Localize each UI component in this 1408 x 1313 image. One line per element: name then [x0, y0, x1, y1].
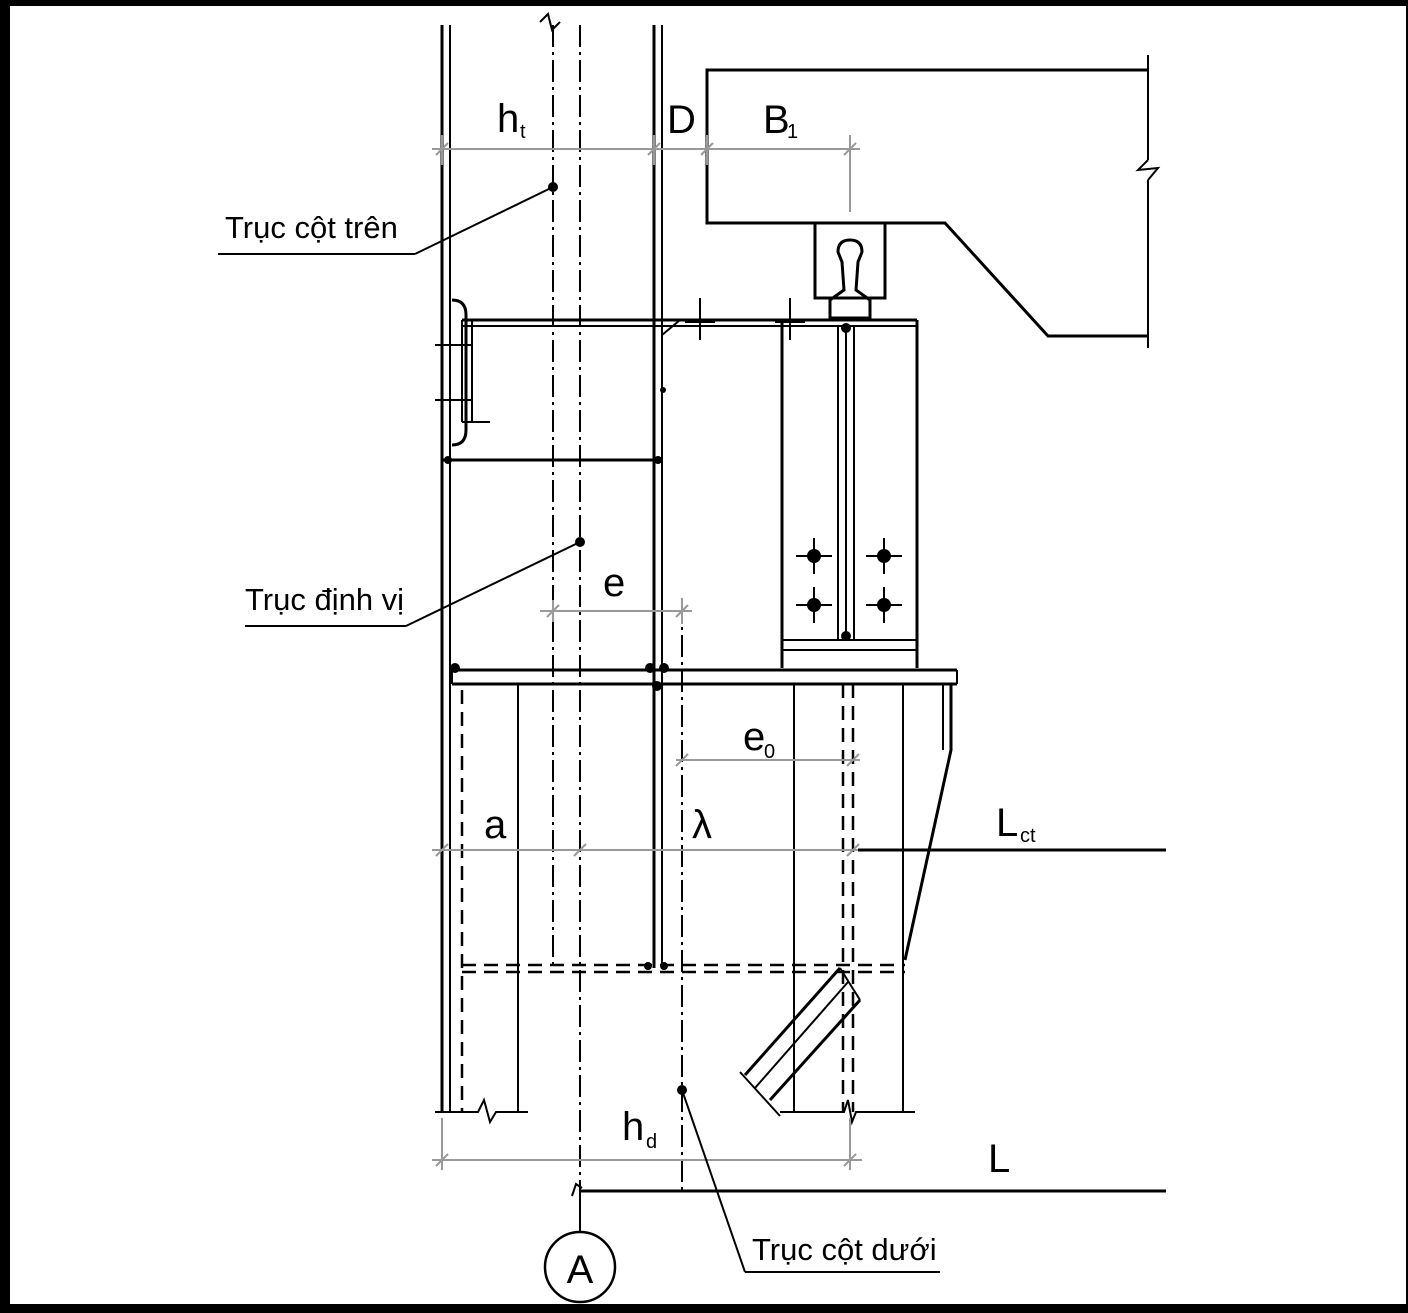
leader-lines: [218, 182, 940, 1273]
hd-label: h: [622, 1105, 644, 1149]
e0-subscript: 0: [764, 741, 775, 763]
bolt: [866, 587, 902, 623]
upper-column: [440, 12, 663, 1112]
level-lines: [571, 848, 1166, 1197]
ht-label: h: [497, 97, 519, 141]
a-label: a: [484, 803, 507, 847]
d-label: D: [667, 98, 696, 142]
crane-rail: [813, 223, 887, 320]
column-cap: [435, 298, 917, 464]
truc-cot-duoi-label: Trục cột dưới: [752, 1232, 937, 1267]
axis-bubble-a: A: [543, 1191, 617, 1304]
crane-girder: [705, 55, 1161, 348]
bolt: [796, 538, 832, 574]
lambda-label: λ: [692, 803, 712, 847]
b1-label: B: [763, 98, 790, 142]
ht-subscript: t: [520, 121, 526, 143]
bolt: [796, 587, 832, 623]
truc-cot-tren-label: Trục cột trên: [225, 210, 398, 245]
labels: h t D B 1 Trục cột trên Trục định vị e e…: [225, 97, 1036, 1267]
dimension-lines: [432, 135, 862, 1170]
lct-label: L: [996, 801, 1018, 845]
diagonal-brace: [739, 967, 862, 1117]
bolts: [796, 538, 902, 623]
bolt: [866, 538, 902, 574]
hd-subscript: d: [646, 1131, 657, 1153]
shoulder-plate: [450, 663, 958, 961]
stiffener-plate: [780, 320, 919, 668]
e-label: e: [603, 561, 625, 605]
b1-subscript: 1: [787, 121, 798, 143]
axis-a-label: A: [567, 1248, 594, 1292]
lct-subscript: ct: [1020, 825, 1036, 847]
l-label: L: [988, 1137, 1010, 1181]
lower-column: [435, 684, 915, 1126]
truc-dinh-vi-label: Trục định vị: [245, 582, 404, 617]
e0-label: e: [743, 715, 765, 759]
